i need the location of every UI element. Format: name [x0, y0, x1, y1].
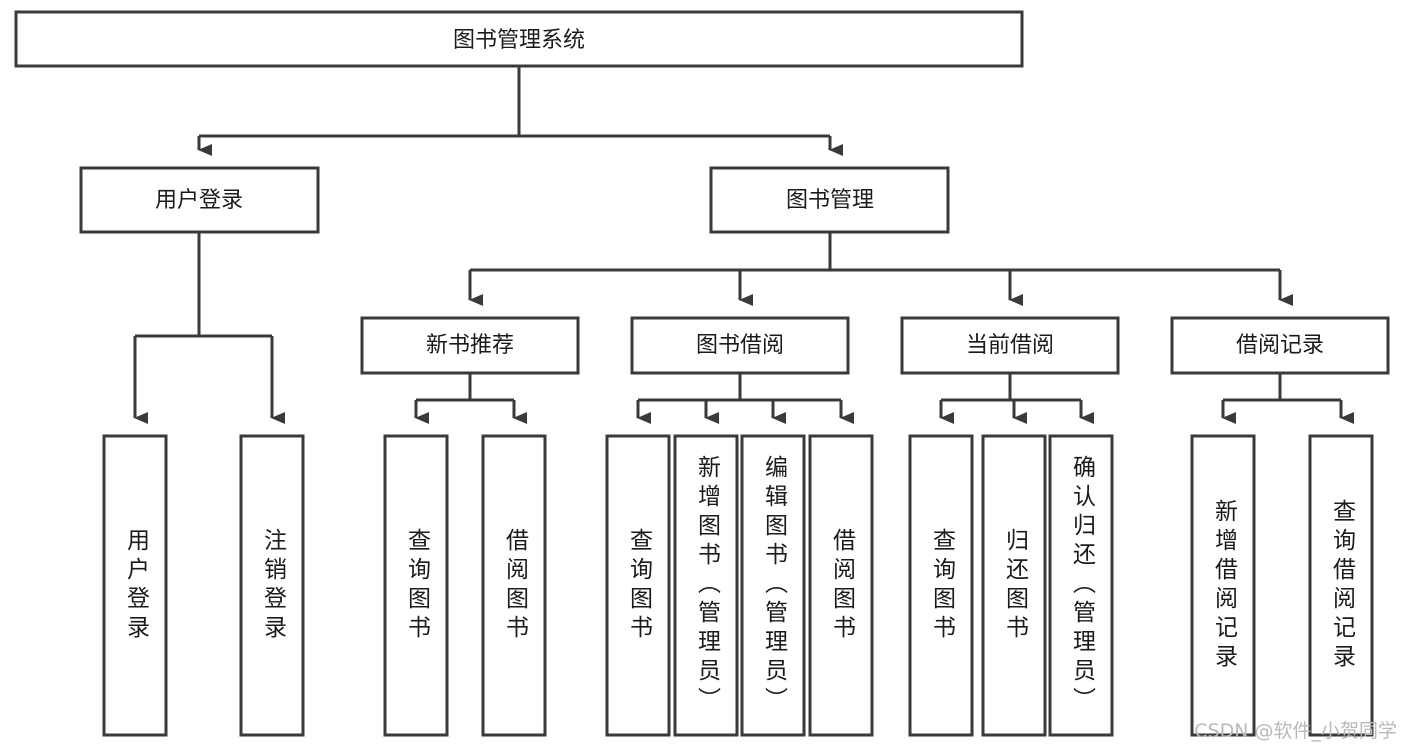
- node-user-login-box: [79, 166, 320, 234]
- leaf-query-record-box[interactable]: [1308, 434, 1374, 737]
- node-borrow-record[interactable]: 借阅记录: [1170, 316, 1390, 375]
- node-root-box: [14, 10, 1024, 68]
- leaf-confirm-return-box[interactable]: [1048, 434, 1114, 737]
- node-borrow-record-box: [1170, 316, 1390, 375]
- node-new-book-rec-label: 新书推荐: [426, 333, 514, 358]
- leaf-borrow-book-1-box[interactable]: [481, 434, 547, 737]
- leaf-borrow-book-2-box[interactable]: [808, 434, 874, 737]
- node-current-borrow-box: [900, 316, 1120, 375]
- leaf-query-book-1-box[interactable]: [383, 434, 449, 737]
- leaf-return-book-box[interactable]: [981, 434, 1047, 737]
- node-book-manage[interactable]: 图书管理: [709, 166, 950, 234]
- leaf-edit-book-box[interactable]: [740, 434, 806, 737]
- connector-layer: [133, 66, 1354, 424]
- leaf-add-book-box[interactable]: [673, 434, 739, 737]
- node-book-manage-box: [709, 166, 950, 234]
- node-current-borrow-label: 当前借阅: [966, 333, 1054, 358]
- node-new-book-rec[interactable]: 新书推荐: [360, 316, 580, 375]
- node-new-book-rec-box: [360, 316, 580, 375]
- node-book-borrow-label: 图书借阅: [696, 333, 784, 358]
- leaf-user-login-box[interactable]: [102, 434, 168, 737]
- node-book-borrow-box: [630, 316, 850, 375]
- node-root[interactable]: 图书管理系统: [14, 10, 1024, 68]
- node-user-login[interactable]: 用户登录: [79, 166, 320, 234]
- leaf-query-book-2-box[interactable]: [605, 434, 671, 737]
- leaf-logout-box[interactable]: [239, 434, 305, 737]
- node-current-borrow[interactable]: 当前借阅: [900, 316, 1120, 375]
- leaf-add-record-box[interactable]: [1190, 434, 1256, 737]
- node-borrow-record-label: 借阅记录: [1236, 333, 1324, 358]
- node-book-manage-label: 图书管理: [786, 188, 874, 213]
- node-user-login-label: 用户登录: [155, 188, 243, 213]
- node-root-label: 图书管理系统: [453, 28, 585, 53]
- leaf-query-book-3-box[interactable]: [908, 434, 974, 737]
- node-book-borrow[interactable]: 图书借阅: [630, 316, 850, 375]
- leaf-box-layer: [102, 434, 1374, 737]
